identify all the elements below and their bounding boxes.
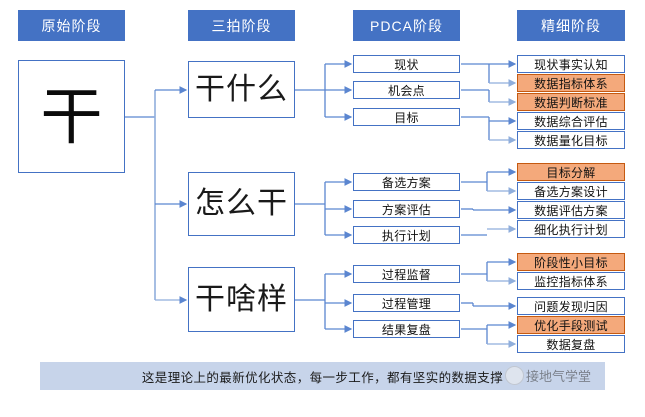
refined-cell-9: 细化执行计划: [517, 220, 625, 238]
pdca-cell-5: 方案评估: [353, 200, 460, 218]
column-header-pdca: PDCA阶段: [353, 10, 460, 41]
refined-cell-9-label: 细化执行计划: [534, 222, 608, 237]
stage2-box-how: 怎么干: [188, 172, 295, 236]
refined-cell-10-label: 阶段性小目标: [534, 255, 608, 270]
pdca-cell-1: 现状: [353, 55, 460, 73]
refined-cell-10: 阶段性小目标: [517, 253, 625, 271]
pdca-cell-2: 机会点: [353, 81, 460, 99]
pdca-cell-2-label: 机会点: [388, 83, 425, 98]
refined-cell-1: 现状事实认知: [517, 55, 625, 73]
pdca-cell-8: 过程管理: [353, 294, 460, 312]
pdca-cell-4-label: 备选方案: [381, 175, 432, 190]
stage2-box-how-label: 怎么干: [195, 186, 288, 221]
refined-cell-3: 数据判断标准: [517, 93, 625, 111]
refined-cell-12-label: 问题发现归因: [534, 299, 608, 314]
refined-cell-12: 问题发现归因: [517, 297, 625, 315]
pdca-cell-3: 目标: [353, 108, 460, 126]
refined-cell-7-label: 备选方案设计: [534, 184, 608, 199]
refined-cell-5-label: 数据量化目标: [534, 133, 608, 148]
refined-cell-6-label: 目标分解: [546, 165, 596, 180]
refined-cell-1-label: 现状事实认知: [534, 57, 608, 72]
refined-cell-8: 数据评估方案: [517, 201, 625, 219]
refined-cell-2: 数据指标体系: [517, 74, 625, 92]
refined-cell-14: 数据复盘: [517, 335, 625, 353]
column-header-original: 原始阶段: [18, 10, 125, 41]
pdca-cell-4: 备选方案: [353, 173, 460, 191]
stage1-glyph: 干: [40, 79, 103, 153]
refined-cell-11: 监控指标体系: [517, 272, 625, 290]
column-header-refined: 精细阶段: [517, 10, 625, 41]
stage2-box-result: 干啥样: [188, 267, 295, 332]
refined-cell-4: 数据综合评估: [517, 112, 625, 130]
refined-cell-3-label: 数据判断标准: [534, 95, 608, 110]
pdca-cell-6: 执行计划: [353, 226, 460, 244]
pdca-cell-7: 过程监督: [353, 265, 460, 283]
refined-cell-6: 目标分解: [517, 163, 625, 181]
stage2-box-result-label: 干啥样: [195, 281, 288, 317]
stage1-box-gan: 干: [18, 60, 125, 173]
column-header-pdca-label: PDCA阶段: [370, 17, 443, 34]
column-header-refined-label: 精细阶段: [541, 17, 601, 34]
watermark-logo-icon: [505, 366, 524, 385]
column-header-three-claps-label: 三拍阶段: [211, 17, 272, 34]
summary-banner-text: 这是理论上的最新优化状态，每一步工作，都有坚实的数据支撑: [141, 369, 504, 385]
refined-cell-13: 优化手段测试: [517, 316, 625, 334]
watermark-text: 接地气学堂: [526, 370, 592, 385]
refined-cell-5: 数据量化目标: [517, 131, 625, 149]
pdca-cell-5-label: 方案评估: [381, 202, 432, 217]
pdca-cell-6-label: 执行计划: [381, 228, 432, 243]
refined-cell-8-label: 数据评估方案: [534, 203, 608, 218]
refined-cell-13-label: 优化手段测试: [534, 318, 608, 333]
refined-cell-14-label: 数据复盘: [546, 337, 596, 352]
refined-cell-7: 备选方案设计: [517, 182, 625, 200]
refined-cell-11-label: 监控指标体系: [534, 274, 608, 289]
refined-cell-4-label: 数据综合评估: [534, 114, 608, 129]
stage2-box-what-label: 干什么: [195, 71, 288, 107]
pdca-cell-7-label: 过程监督: [381, 267, 432, 282]
stage2-box-what: 干什么: [188, 61, 295, 118]
pdca-cell-8-label: 过程管理: [381, 296, 432, 311]
column-header-original-label: 原始阶段: [41, 17, 102, 34]
pdca-cell-1-label: 现状: [394, 57, 419, 72]
pdca-cell-9-label: 结果复盘: [381, 322, 432, 337]
column-header-three-claps: 三拍阶段: [188, 10, 295, 41]
pdca-cell-3-label: 目标: [394, 110, 419, 125]
pdca-cell-9: 结果复盘: [353, 320, 460, 338]
watermark: 接地气学堂: [505, 366, 591, 385]
refined-cell-2-label: 数据指标体系: [534, 76, 608, 91]
